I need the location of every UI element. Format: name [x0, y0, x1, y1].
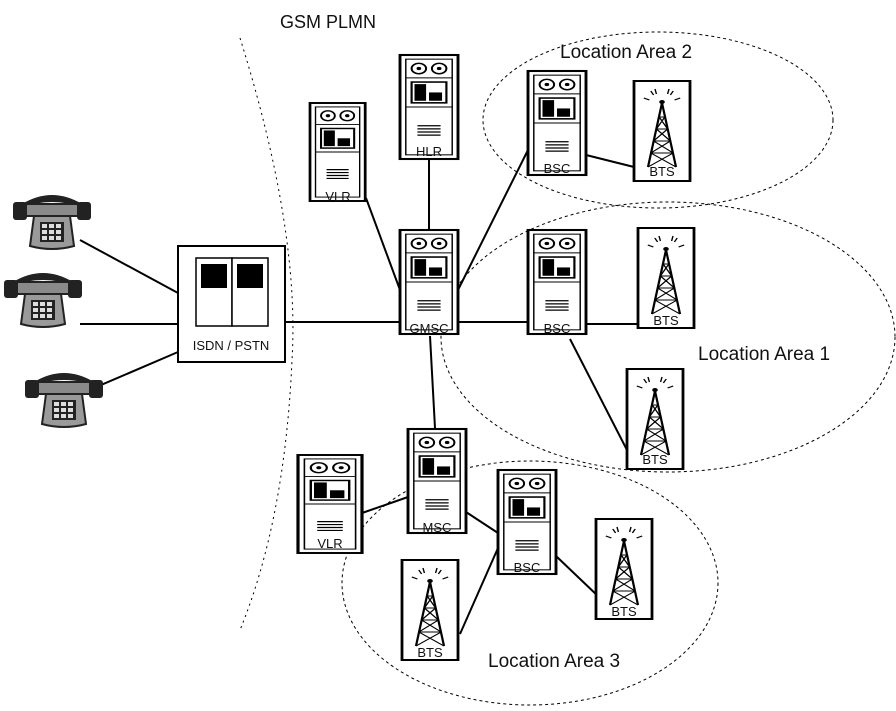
bsc-area2-node: BSC: [526, 69, 588, 177]
bts-area1-top-node: BTS: [636, 226, 696, 330]
location-area-1-label: Location Area 1: [698, 344, 830, 365]
location-area-2-label: Location Area 2: [560, 42, 692, 63]
bsc-area1-label: BSC: [544, 321, 571, 336]
vlr-top-node: VLR: [308, 101, 367, 204]
bsc-area3-node: BSC: [496, 468, 558, 576]
vlr-top-label: VLR: [325, 189, 350, 204]
bsc-area2-label: BSC: [544, 161, 571, 176]
gmsc-label: GMSC: [410, 321, 449, 336]
telephone-icon: [24, 372, 104, 428]
telephone-icon: [3, 272, 83, 328]
bts-area3-right-node: BTS: [594, 517, 654, 621]
exchange-cabinet-icon: [201, 264, 227, 288]
bsc-area1-node: BSC: [526, 228, 588, 336]
bts-area1-bottom-node: BTS: [625, 367, 685, 471]
hlr-label: HLR: [416, 144, 442, 159]
isdn-pstn-label: ISDN / PSTN: [193, 338, 270, 353]
location-area-3-label: Location Area 3: [488, 651, 620, 672]
location-area-3-boundary: [341, 460, 719, 706]
isdn-pstn-exchange: ISDN / PSTN: [177, 245, 286, 363]
bts-area1-top-label: BTS: [653, 313, 679, 328]
vlr-bottom-label: VLR: [317, 536, 342, 551]
bts-area3-left-node: BTS: [400, 558, 460, 662]
bsc-area3-label: BSC: [514, 560, 541, 575]
location-area-1-boundary: [440, 201, 896, 473]
diagram-title: GSM PLMN: [280, 12, 376, 32]
hlr-node: HLR: [398, 53, 460, 161]
telephone-icon: [12, 194, 92, 250]
location-area-2-boundary: [482, 31, 834, 209]
network-links: [79, 149, 638, 635]
bts-area2-label: BTS: [649, 164, 675, 179]
bts-area3-left-label: BTS: [417, 645, 443, 660]
bts-area2-node: BTS: [632, 79, 692, 183]
bts-area3-right-label: BTS: [611, 604, 637, 619]
gmsc-node: GMSC: [398, 228, 460, 336]
vlr-bottom-node: VLR: [296, 453, 364, 555]
bts-area1-bottom-label: BTS: [642, 452, 668, 467]
msc-node: MSC: [406, 427, 468, 535]
msc-label: MSC: [423, 520, 452, 535]
